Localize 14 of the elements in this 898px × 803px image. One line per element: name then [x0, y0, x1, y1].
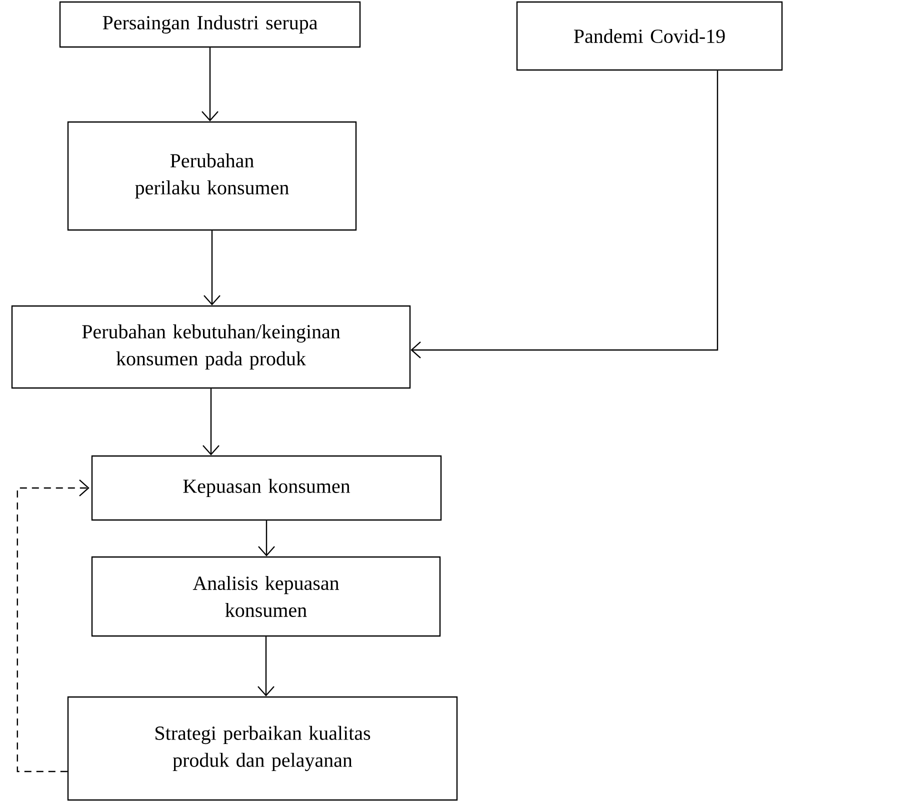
- arrow: [410, 70, 718, 358]
- arrow: [202, 48, 218, 122]
- arrow: [204, 230, 220, 306]
- process-box: Perubahan perilaku konsumen: [67, 121, 357, 231]
- arrow: [258, 636, 274, 696]
- process-box: Pandemi Covid-19: [516, 1, 783, 71]
- arrow: [202, 388, 220, 456]
- process-box: Persaingan Industri serupa: [59, 1, 361, 48]
- process-box: Kepuasan konsumen: [91, 455, 442, 521]
- arrow: [258, 520, 275, 556]
- arrow: [16, 480, 90, 772]
- process-box: Strategi perbaikan kualitas produk dan pelayanan: [67, 696, 458, 801]
- process-box: Analisis kepuasan konsumen: [91, 556, 441, 637]
- process-box: Perubahan kebutuhan/keinginan konsumen pada produk: [11, 305, 411, 389]
